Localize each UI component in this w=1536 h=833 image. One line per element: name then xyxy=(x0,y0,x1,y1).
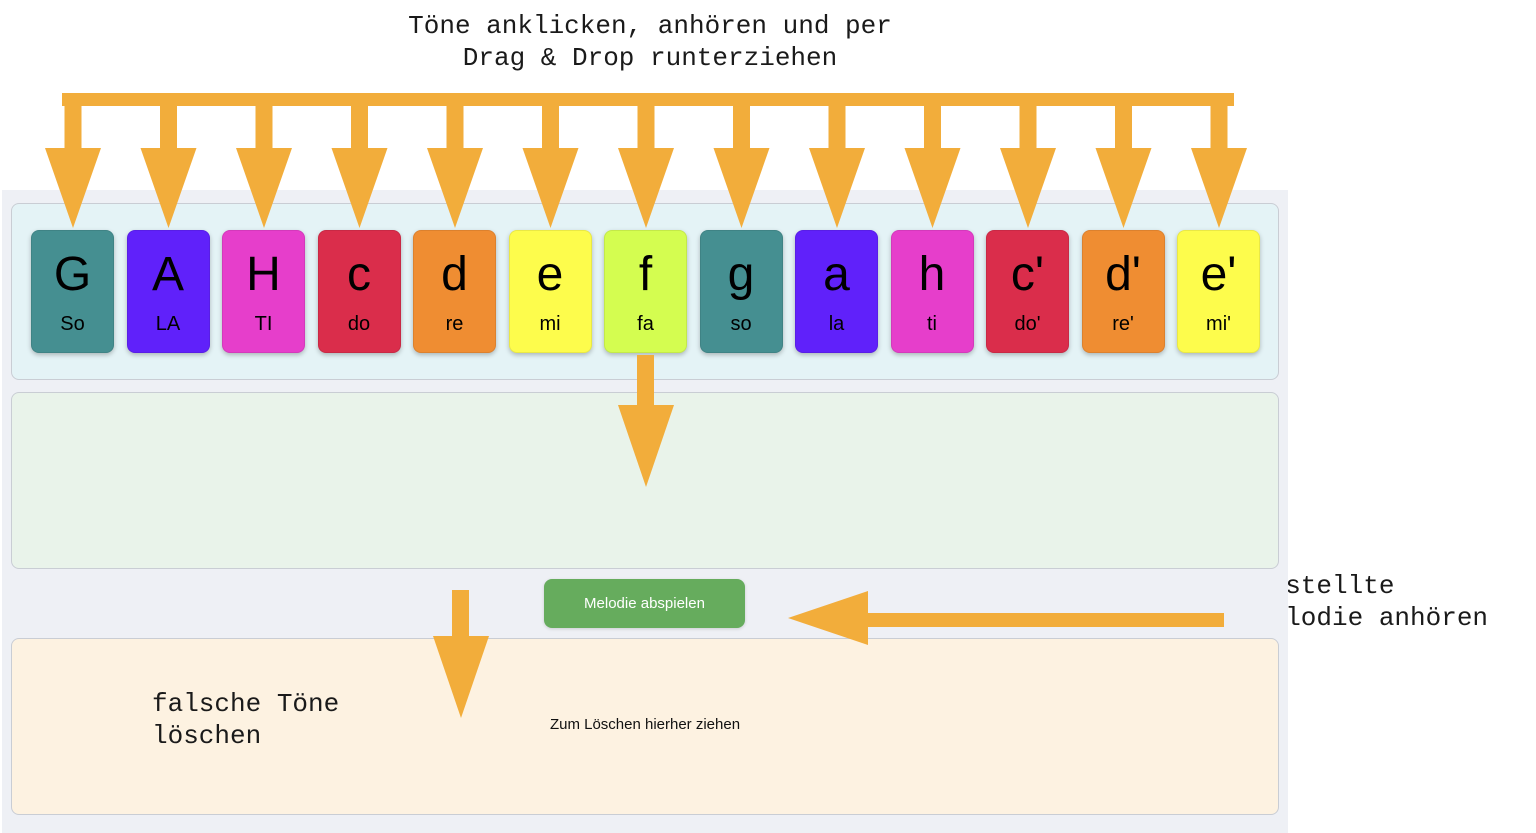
tone-note: a xyxy=(823,248,850,301)
tone-card[interactable]: d re xyxy=(413,230,496,353)
tone-note: g xyxy=(727,248,755,301)
tone-note: e xyxy=(536,248,564,301)
tone-card[interactable]: a la xyxy=(795,230,878,353)
tone-arrow-shaft xyxy=(255,100,273,150)
annotation-drag-instructions: Töne anklicken, anhören und per Drag & D… xyxy=(408,11,892,73)
tone-card[interactable]: f fa xyxy=(604,230,687,353)
tone-card[interactable]: H TI xyxy=(222,230,305,353)
tone-card[interactable]: d' re' xyxy=(1081,230,1165,353)
tone-card[interactable]: c' do' xyxy=(986,230,1069,353)
tone-card[interactable]: e mi xyxy=(508,230,592,353)
tone-card[interactable]: G So xyxy=(31,230,114,353)
tone-card[interactable]: h ti xyxy=(890,230,974,353)
tone-note: c xyxy=(347,248,371,301)
tone-palette: G So A LA H TI c do d re e mi f fa g so a la h ti c' do' d' re'… xyxy=(11,203,1279,380)
tone-note: c' xyxy=(1010,248,1045,301)
tone-card[interactable]: g so xyxy=(699,230,783,353)
tone-arrow-shaft xyxy=(160,100,177,150)
tone-arrow-shaft xyxy=(637,100,655,150)
delete-drop-zone[interactable]: Zum Löschen hierher ziehen xyxy=(11,638,1279,815)
tone-arrow-shaft xyxy=(828,100,846,150)
tone-note: e' xyxy=(1200,248,1237,301)
tone-card[interactable]: c do xyxy=(317,230,401,353)
tone-note: G xyxy=(53,248,92,301)
tone-syllable: la xyxy=(828,313,845,335)
tone-syllable: fa xyxy=(637,313,654,335)
tone-arrow-shaft xyxy=(542,100,559,150)
tone-arrow-shaft xyxy=(446,100,464,150)
tone-arrow-shaft xyxy=(64,100,82,150)
tone-note: H xyxy=(246,248,281,301)
tone-note: f xyxy=(638,248,653,301)
tone-arrow-shaft xyxy=(924,100,941,150)
play-melody-button[interactable]: Melodie abspielen xyxy=(544,579,745,628)
tone-syllable: so xyxy=(730,313,752,335)
melody-drop-zone[interactable] xyxy=(11,392,1279,569)
delete-zone-label: Zum Löschen hierher ziehen xyxy=(549,716,741,733)
tone-syllable: ti xyxy=(927,313,937,335)
tone-arrow-shaft xyxy=(1210,100,1228,150)
tone-arrow-shaft xyxy=(351,100,368,150)
tone-syllable: TI xyxy=(254,313,273,335)
annotation-listen-melody: erstellte Melodie anhören xyxy=(1254,571,1489,633)
tone-syllable: So xyxy=(60,313,85,335)
tone-syllable: mi xyxy=(539,313,561,335)
tone-note: d' xyxy=(1105,248,1141,301)
tone-arrow-shaft xyxy=(1019,100,1037,150)
tone-syllable: do xyxy=(347,313,371,335)
annotation-delete-tones: falsche Töne löschen xyxy=(152,689,340,751)
tone-card[interactable]: e' mi' xyxy=(1177,230,1260,353)
tone-arrow-shaft xyxy=(733,100,750,150)
arrow-top-bar xyxy=(62,93,1234,106)
tone-syllable: re xyxy=(445,313,464,335)
tone-syllable: mi' xyxy=(1206,313,1231,335)
tone-syllable: LA xyxy=(155,313,181,335)
tone-note: A xyxy=(151,248,184,301)
tone-note: d xyxy=(441,248,468,301)
tone-arrow-shaft xyxy=(1115,100,1132,150)
tone-card[interactable]: A LA xyxy=(126,230,210,353)
tone-syllable: do' xyxy=(1014,313,1041,335)
tone-syllable: re' xyxy=(1112,313,1134,335)
tone-note: h xyxy=(918,248,946,301)
